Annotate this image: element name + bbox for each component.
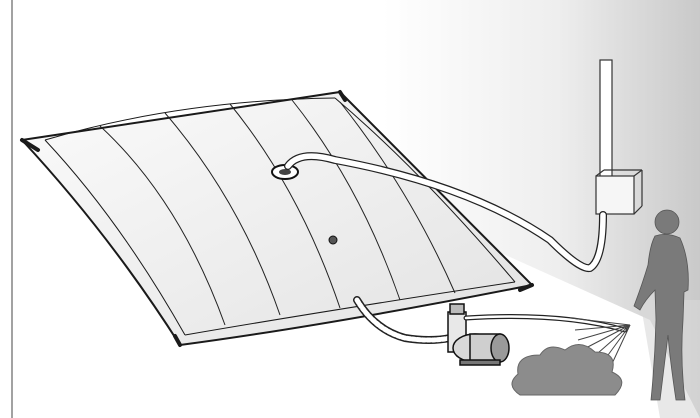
tank-vent bbox=[329, 236, 337, 244]
water-pump bbox=[448, 304, 509, 365]
mist-cloud bbox=[512, 344, 622, 395]
